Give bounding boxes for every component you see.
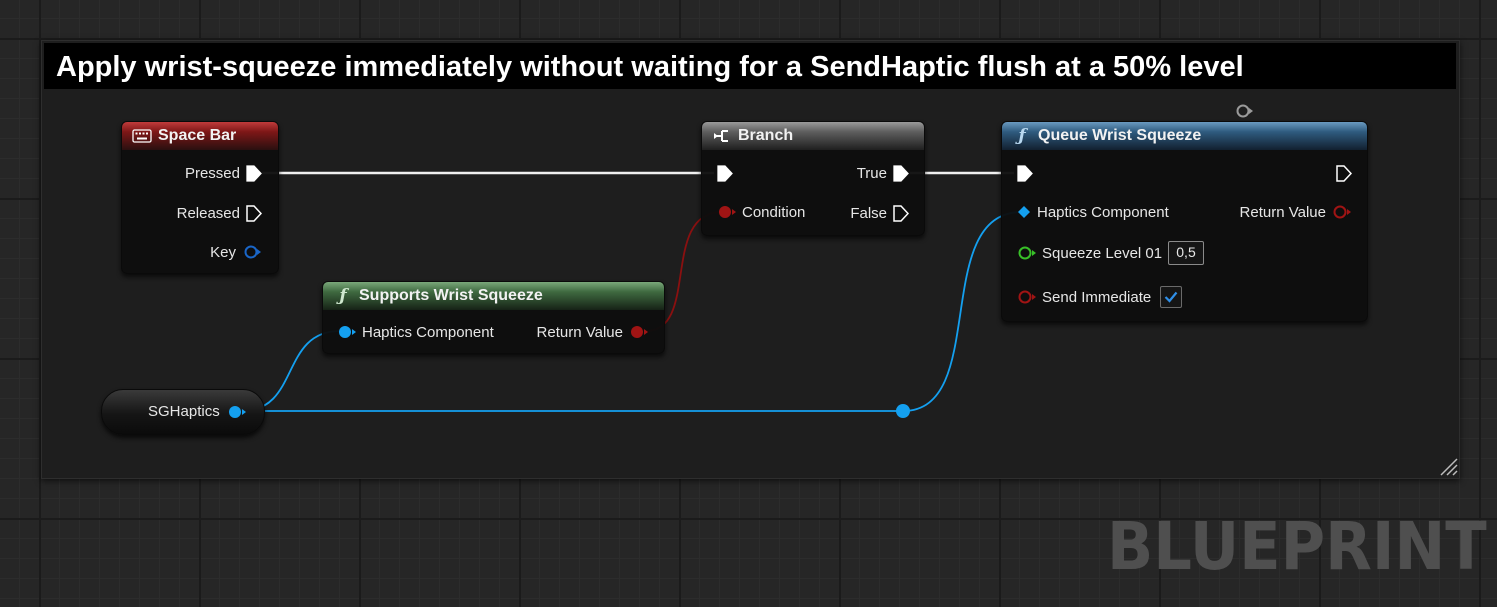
queue-wrist-squeeze-node[interactable]: ƒ Queue Wrist Squeeze Haptics Component … bbox=[1001, 121, 1368, 322]
supports-return-bool-pin-icon[interactable] bbox=[628, 324, 650, 340]
comment-title[interactable]: Apply wrist-squeeze immediately without … bbox=[44, 43, 1456, 89]
supports-haptics-component-label: Haptics Component bbox=[362, 324, 494, 341]
sghaptics-object-pin-icon[interactable] bbox=[226, 404, 248, 420]
blueprint-watermark: BLUEPRINT bbox=[1107, 508, 1487, 585]
sghaptics-label: SGHaptics bbox=[148, 403, 220, 420]
space-bar-node[interactable]: Space Bar Pressed Released Key bbox=[121, 121, 279, 274]
queue-wrist-squeeze-header[interactable]: ƒ Queue Wrist Squeeze bbox=[1002, 122, 1367, 150]
space-bar-node-header[interactable]: Space Bar bbox=[122, 122, 278, 150]
condition-label: Condition bbox=[742, 204, 806, 221]
false-label: False bbox=[850, 205, 887, 222]
branch-node[interactable]: Branch Condition True False bbox=[701, 121, 925, 236]
released-exec-pin-icon[interactable] bbox=[246, 205, 262, 222]
queue-haptics-component-label: Haptics Component bbox=[1037, 204, 1169, 221]
reroute-knot bbox=[896, 404, 910, 418]
send-immediate-bool-pin-icon[interactable] bbox=[1016, 289, 1038, 305]
key-label: Key bbox=[210, 244, 236, 261]
sghaptics-variable-node[interactable]: SGHaptics bbox=[101, 389, 265, 435]
condition-bool-pin-icon[interactable] bbox=[716, 204, 738, 220]
space-bar-title: Space Bar bbox=[158, 127, 237, 144]
send-immediate-label: Send Immediate bbox=[1042, 289, 1152, 306]
squeeze-level-label: Squeeze Level 01 bbox=[1042, 245, 1163, 262]
function-icon: ƒ bbox=[339, 286, 347, 306]
supports-wrist-squeeze-title: Supports Wrist Squeeze bbox=[359, 287, 543, 304]
resize-handle-icon[interactable] bbox=[1438, 458, 1458, 476]
function-icon: ƒ bbox=[1018, 126, 1026, 146]
pressed-label: Pressed bbox=[184, 165, 240, 182]
branch-title: Branch bbox=[738, 127, 794, 144]
latent-clock-icon bbox=[1236, 104, 1253, 118]
squeeze-level-float-pin-icon[interactable] bbox=[1016, 245, 1038, 261]
branch-icon bbox=[712, 128, 732, 144]
released-label: Released bbox=[176, 205, 240, 222]
squeeze-level-input[interactable]: 0,5 bbox=[1168, 241, 1204, 265]
send-immediate-checkbox[interactable] bbox=[1160, 286, 1182, 308]
branch-exec-in-pin-icon[interactable] bbox=[717, 165, 733, 182]
queue-wrist-squeeze-title: Queue Wrist Squeeze bbox=[1038, 127, 1202, 144]
keyboard-icon bbox=[132, 128, 152, 144]
target-haptics-pin-icon[interactable] bbox=[1017, 205, 1031, 219]
key-struct-pin-icon[interactable] bbox=[243, 244, 263, 260]
queue-return-value-label: Return Value bbox=[1239, 204, 1326, 221]
queue-exec-out-pin-icon[interactable] bbox=[1336, 165, 1352, 182]
false-exec-pin-icon[interactable] bbox=[893, 205, 909, 222]
queue-return-bool-pin-icon[interactable] bbox=[1331, 204, 1353, 220]
object-wire-reroute-to-queue bbox=[902, 211, 1023, 412]
supports-wrist-squeeze-header[interactable]: ƒ Supports Wrist Squeeze bbox=[323, 282, 664, 310]
true-exec-pin-icon[interactable] bbox=[893, 165, 909, 182]
queue-exec-in-pin-icon[interactable] bbox=[1017, 165, 1033, 182]
supports-haptics-object-pin-icon[interactable] bbox=[336, 324, 358, 340]
supports-wrist-squeeze-node[interactable]: ƒ Supports Wrist Squeeze Haptics Compone… bbox=[322, 281, 665, 354]
supports-return-value-label: Return Value bbox=[536, 324, 623, 341]
pressed-exec-pin-icon[interactable] bbox=[246, 165, 262, 182]
true-label: True bbox=[856, 165, 887, 182]
branch-node-header[interactable]: Branch bbox=[702, 122, 924, 150]
checkmark-icon bbox=[1164, 291, 1178, 303]
